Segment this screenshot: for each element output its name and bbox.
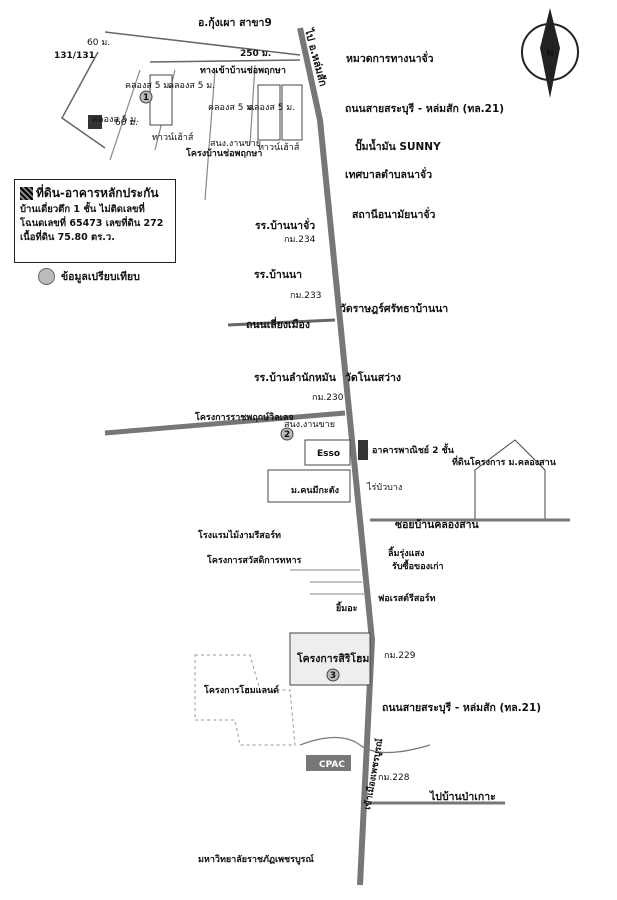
- label-soi-khlongsan: ซอยบ้านคลองสาน: [395, 518, 480, 531]
- label-hotel: โรงแรมไม้งามรีสอร์ท: [197, 529, 281, 541]
- townhouse-block-right-b: [281, 84, 303, 141]
- label-commercial: อาคารพาณิชย์ 2 ชั้น: [372, 443, 455, 456]
- west-loop-road: [61, 51, 106, 149]
- comparison-note-text: ข้อมูลเปรียบเทียบ: [61, 271, 140, 283]
- label-gs-sign: ยิ้มอะ: [335, 601, 357, 614]
- esso-station: [304, 439, 351, 466]
- label-project-homeland: โครงการโฮมแลนด์: [203, 684, 279, 696]
- label-school-banna: รร.บ้านนา: [254, 268, 302, 281]
- townhouse-block-right-a: [257, 84, 281, 141]
- label-to-north: ไป อ.หล่มสัก: [302, 26, 330, 87]
- label-small-road-b: คลองส 5 ม.: [125, 81, 172, 91]
- label-circle2: 2: [284, 430, 290, 440]
- comparison-note: ข้อมูลเปรียบเทียบ: [38, 268, 140, 285]
- label-dist-60-top: 60 ม.: [87, 38, 110, 48]
- label-mor-school: ม.คนมีกะตัง: [291, 485, 339, 496]
- label-shop-right: ทาวน์เฮ้าส์: [258, 141, 300, 153]
- label-highway-21-top: ถนนสายสระบุรี - หล่มสัก (ทล.21): [345, 102, 504, 116]
- label-small-road-a: คลองส 5 ม.: [92, 115, 139, 125]
- bypass-road: [227, 318, 336, 327]
- label-tambon-office: เทศบาลตำบลนาจั่ว: [345, 166, 432, 181]
- main-highway: [297, 27, 376, 886]
- legend-box: ที่ดิน-อาคารหลักประกัน บ้านเดี่ยวตึก 1 ช…: [14, 179, 176, 263]
- legend-line-2: โฉนดเลขที่ 65473 เลขที่ดิน 272: [20, 218, 164, 229]
- label-km229: กม.229: [384, 651, 416, 661]
- label-university: มหาวิทยาลัยราชภัฏเพชรบูรณ์: [198, 853, 314, 865]
- compass: [521, 8, 579, 98]
- north-road: [104, 31, 301, 56]
- label-school-near-project: สนง.งานขาย: [210, 139, 261, 149]
- label-km233: กม.233: [290, 291, 321, 301]
- label-shop-rung: ลิ้มรุ่งแสง: [388, 546, 425, 559]
- label-temple-ratbura: วัดราษฎร์ศรัทธาบ้านนา: [340, 302, 448, 315]
- label-dist-60-right: 60 ม.: [115, 118, 138, 128]
- label-dist-250: 250 ม.: [240, 49, 271, 59]
- small-road-4: [249, 64, 256, 146]
- label-to-panthip: ไปบ้านป่าเกาะ: [429, 790, 496, 803]
- label-km234: กม.234: [284, 235, 316, 245]
- label-road-chaengmueang: ถนนเลี่ยงเมือง: [246, 316, 310, 331]
- label-project-sirihome: โครงการสิริโฮม: [296, 652, 369, 665]
- cpac-building: [306, 755, 351, 771]
- label-buy-old: รับซื้อของเก่า: [392, 559, 444, 572]
- label-school-lamnak: รร.บ้านลำนักหมัน: [254, 371, 337, 384]
- mor-school-building: [267, 469, 351, 503]
- label-circle3: 3: [330, 671, 336, 681]
- label-school-najua: รร.บ้านนาจั่ว: [255, 217, 315, 232]
- label-rai-wang: ไร่บัวบาง: [366, 482, 402, 493]
- legend-line-3: เนื้อที่ดิน 75.80 ตร.ว.: [20, 232, 115, 243]
- collateral-swatch-icon: [20, 187, 33, 200]
- label-amphoe-road: อ.กุ้งเผา สาขา9: [198, 16, 272, 30]
- label-health-station: สถานีอนามัยนาจั่ว: [352, 206, 436, 221]
- label-project-chor: โครงบ้านช่อพฤกษา: [185, 147, 262, 159]
- legend-title: ที่ดิน-อาคารหลักประกัน: [20, 184, 170, 203]
- label-km230: กม.230: [312, 393, 344, 403]
- village-main-road: [149, 59, 301, 63]
- ratchaphruek-road: [104, 410, 346, 436]
- label-dist-131: 131/131: [54, 51, 95, 61]
- label-compass: N: [546, 49, 554, 59]
- label-shop-left: ทาวน์เฮ้าส์: [152, 131, 194, 143]
- comparison-marker-2: [280, 427, 294, 441]
- label-km228: กม.228: [378, 773, 410, 783]
- comparison-marker-3: [326, 668, 340, 682]
- label-temple-nonsawang: วัดโนนสว่าง: [345, 371, 401, 384]
- military-project-roads: [290, 569, 364, 595]
- small-road-3: [204, 69, 216, 201]
- label-resort: ฟอเรสต์รีสอร์ท: [378, 592, 436, 604]
- legend-line-1: บ้านเดี่ยวตึก 1 ชั้น ไม่ติดเลขที่: [20, 204, 145, 215]
- label-highway-office: หมวดการทางนาจั่ว: [346, 50, 434, 65]
- river: [299, 736, 431, 754]
- label-highway-21-bottom: ถนนสายสระบุรี - หล่มสัก (ทล.21): [382, 701, 541, 715]
- label-circle1: 1: [143, 93, 149, 103]
- label-small-road-e: คลองส 5 ม.: [248, 103, 295, 113]
- subject-property-marker: [88, 115, 102, 129]
- legend-title-text: ที่ดิน-อาคารหลักประกัน: [36, 186, 159, 200]
- label-military-proj: โครงการสวัสดิการทหาร: [206, 554, 302, 566]
- label-lake-area: ที่ดินโครงการ ม.คลองสาน: [452, 455, 557, 468]
- label-small-road-d: คลองส 5 ม.: [208, 103, 255, 113]
- label-esso: Esso: [317, 449, 340, 459]
- comparison-dot-icon: [38, 268, 55, 285]
- comparison-marker-1: [139, 90, 153, 104]
- homeland-project-area: [194, 654, 296, 746]
- small-road-1: [109, 69, 141, 161]
- label-small-road-c: คลองส 5 ม.: [168, 81, 215, 91]
- label-road-mid: ทางเข้าบ้านช่อพฤกษา: [200, 65, 286, 76]
- label-gas-sunny: ปั๊มน้ำมัน SUNNY: [355, 138, 441, 153]
- label-cpac: CPAC: [319, 760, 345, 770]
- commercial-building: [358, 440, 368, 460]
- label-project-ratchaphruek: โครงการราชพฤกษ์วิลเลจ: [194, 411, 294, 423]
- label-office-sales2: สนง.งานขาย: [284, 420, 335, 430]
